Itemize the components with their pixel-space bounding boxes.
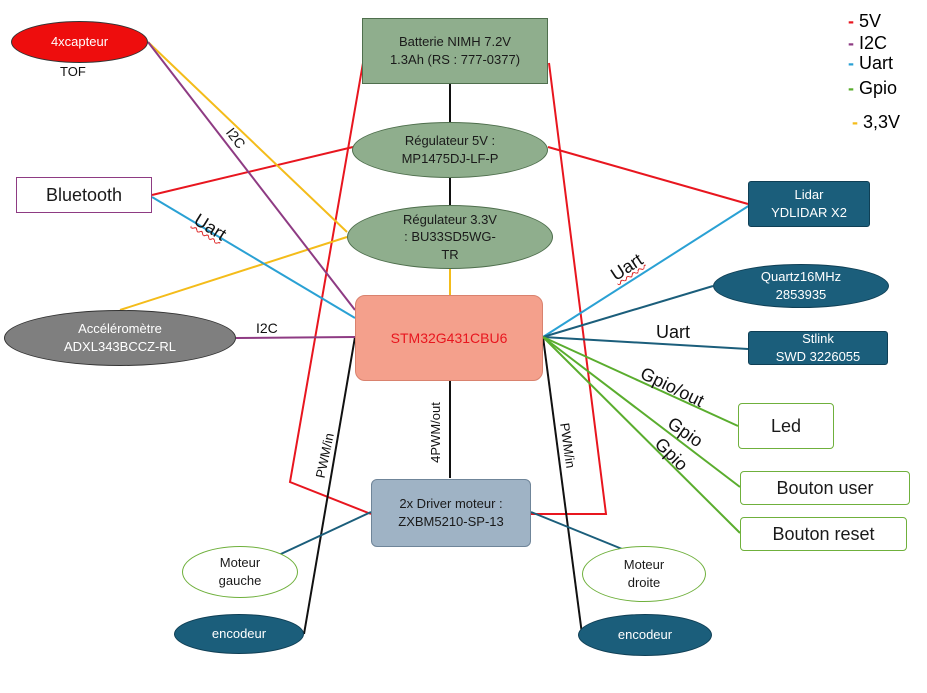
wires-navy — [267, 285, 749, 561]
button-reset-label: Bouton reset — [772, 523, 875, 544]
quartz-label: Quartz16MHz 2853935 — [760, 269, 842, 302]
wires-gpio — [542, 336, 741, 534]
wire-5v-battery-left — [288, 62, 372, 515]
led-label: Led — [770, 415, 802, 436]
wires-i2c — [147, 41, 356, 339]
encoder-left-node: encodeur — [174, 614, 304, 654]
wire-3v3-accel — [119, 236, 348, 311]
wires-5v — [151, 62, 749, 515]
legend-label-i2c: I2C — [859, 33, 888, 53]
legend-label-uart: Uart — [859, 53, 894, 73]
regulator-3v3-label: Régulateur 3.3V : BU33SD5WG- TR — [403, 211, 497, 262]
button-reset-node: Bouton reset — [740, 517, 907, 551]
legend-label-3v3: 3,3V — [863, 112, 901, 132]
wire-mcu-quartz — [542, 285, 714, 338]
motor-right-node: Moteur droite — [582, 546, 706, 602]
wire-5v-lidar — [547, 146, 749, 205]
mcu-node: STM32G431CBU6 — [355, 295, 543, 381]
wire-mcu-stlink — [542, 336, 749, 350]
legend-item-i2c: - I2C — [848, 33, 887, 54]
legend-dash-uart: - — [848, 53, 854, 73]
wire-label-uart-stlink: Uart — [656, 322, 691, 342]
legend-label-5v: 5V — [859, 11, 882, 31]
accelerometer-node: Accéléromètre ADXL343BCCZ-RL — [4, 310, 236, 366]
tof-caption: TOF — [60, 64, 86, 79]
wire-mcu-encoder-right — [542, 336, 583, 635]
battery-label: Batterie NIMH 7.2V 1.3Ah (RS : 777-0377) — [389, 34, 521, 67]
legend-item-gpio: - Gpio — [848, 78, 897, 99]
wire-uart-bluetooth — [151, 196, 356, 319]
wire-gpio-btn-reset — [542, 336, 741, 534]
button-user-label: Bouton user — [776, 477, 874, 498]
motor-left-node: Moteur gauche — [182, 546, 298, 598]
motor-driver-node: 2x Driver moteur : ZXBM5210-SP-13 — [371, 479, 531, 547]
bluetooth-label: Bluetooth — [45, 184, 123, 205]
wire-5v-bluetooth — [151, 146, 354, 196]
tof-sensor-label: 4xcapteur — [50, 34, 109, 50]
legend-dash-gpio: - — [848, 78, 854, 98]
encoder-right-label: encodeur — [617, 627, 673, 643]
wire-i2c-accel — [235, 336, 356, 339]
mcu-label: STM32G431CBU6 — [390, 329, 508, 346]
wire-driver-motor-left — [267, 511, 372, 561]
lidar-node: Lidar YDLIDAR X2 — [748, 181, 870, 227]
wire-uart-lidar — [542, 204, 751, 338]
legend-dash-i2c: - — [848, 33, 854, 53]
motor-right-label: Moteur droite — [623, 557, 665, 590]
legend-item-uart: - Uart — [848, 53, 893, 74]
wire-label-i2c-accel: I2C — [256, 320, 278, 336]
quartz-node: Quartz16MHz 2853935 — [713, 264, 889, 308]
encoder-left-label: encodeur — [211, 626, 267, 642]
legend-dash-5v: - — [848, 11, 854, 31]
motor-driver-label: 2x Driver moteur : ZXBM5210-SP-13 — [398, 496, 504, 529]
wire-label-pwm-out: 4PWM/out — [427, 402, 443, 463]
legend-label-gpio: Gpio — [859, 78, 898, 98]
button-user-node: Bouton user — [740, 471, 910, 505]
wire-gpio-led — [542, 336, 739, 427]
bluetooth-node: Bluetooth — [16, 177, 152, 213]
encoder-right-node: encodeur — [578, 614, 712, 656]
motor-left-label: Moteur gauche — [218, 555, 262, 588]
wire-i2c-tof — [147, 41, 356, 311]
wire-3v3-tof — [147, 41, 348, 233]
legend-item-3v3: - 3,3V — [852, 112, 900, 133]
wire-driver-motor-right — [530, 511, 633, 554]
legend-item-5v: - 5V — [848, 11, 881, 32]
led-node: Led — [738, 403, 834, 449]
wires-black — [303, 84, 583, 635]
tof-sensor-node: 4xcapteur — [11, 21, 148, 63]
regulator-5v-label: Régulateur 5V : MP1475DJ-LF-P — [401, 133, 499, 166]
stlink-node: Stlink SWD 3226055 — [748, 331, 888, 365]
wires-uart — [151, 196, 751, 338]
lidar-label: Lidar YDLIDAR X2 — [771, 187, 847, 220]
regulator-3v3-node: Régulateur 3.3V : BU33SD5WG- TR — [347, 205, 553, 269]
wire-mcu-encoder-left — [303, 336, 356, 635]
legend-dash-3v3: - — [852, 112, 858, 132]
stlink-label: Stlink SWD 3226055 — [775, 331, 861, 364]
accelerometer-label: Accéléromètre ADXL343BCCZ-RL — [64, 321, 176, 354]
battery-node: Batterie NIMH 7.2V 1.3Ah (RS : 777-0377) — [362, 18, 548, 84]
wire-gpio-btn-user — [542, 336, 741, 488]
wire-5v-battery-right — [531, 62, 608, 515]
regulator-5v-node: Régulateur 5V : MP1475DJ-LF-P — [352, 122, 548, 178]
